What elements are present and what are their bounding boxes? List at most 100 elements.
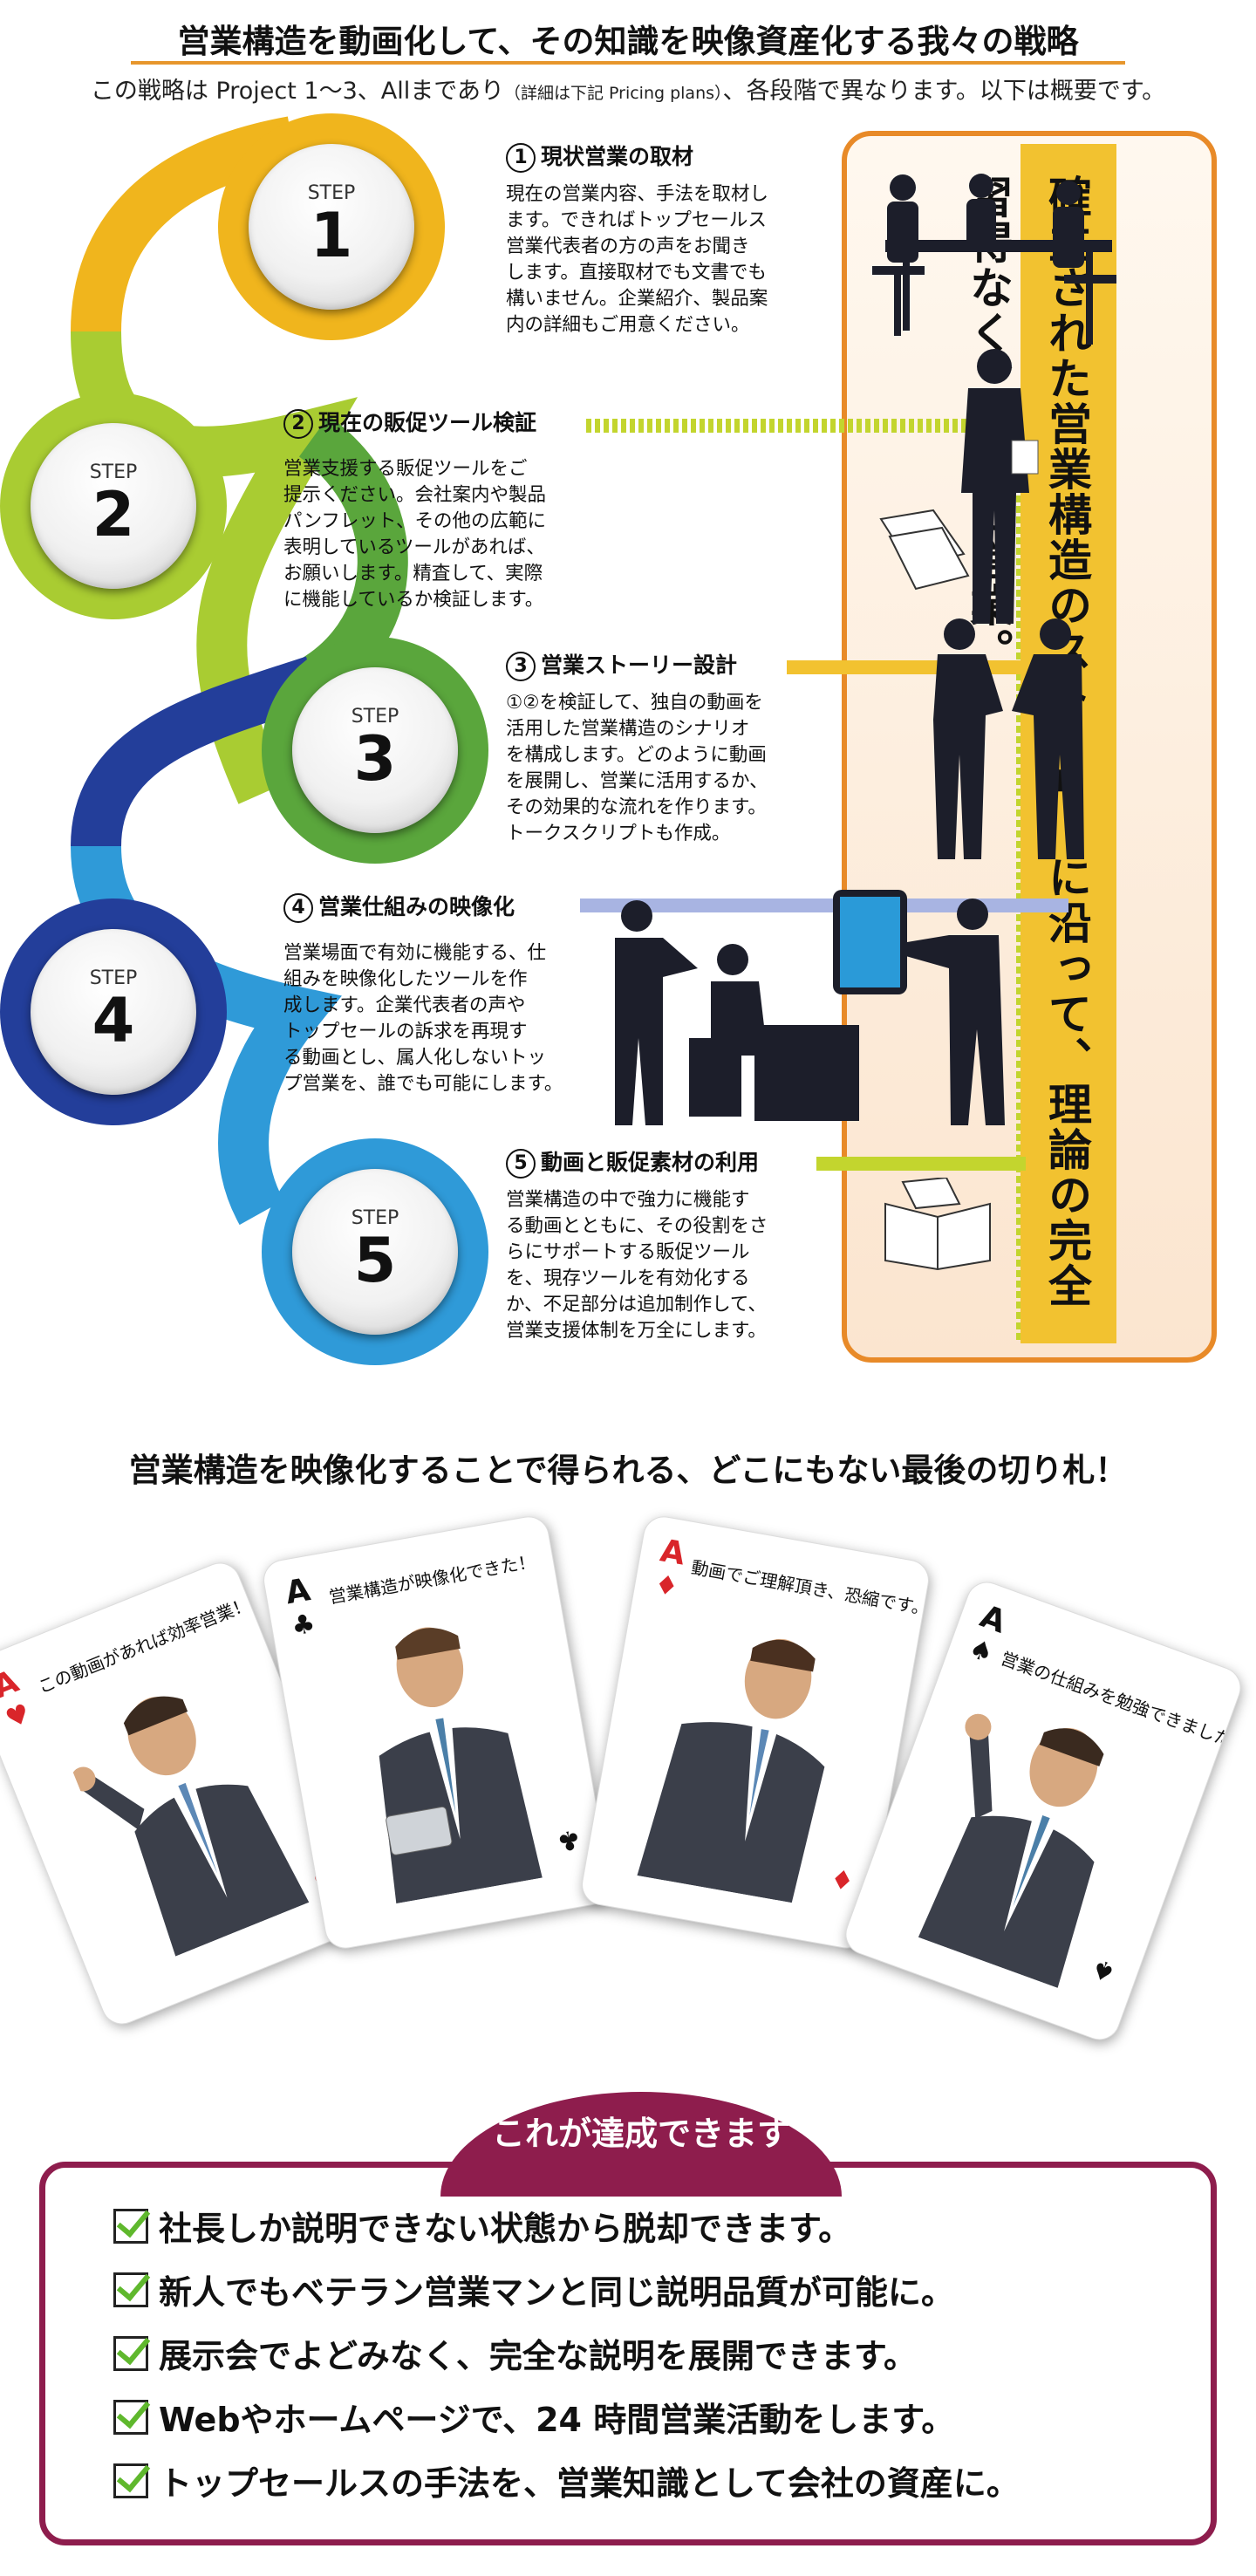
step1-badge: STEP 1 [249, 144, 414, 310]
step3-line: を展開し、営業に活用するか、 [506, 770, 768, 792]
open-book-icon [884, 1178, 991, 1271]
page-title: 営業構造を動画化して、その知識を映像資産化する我々の戦略 [177, 23, 1079, 60]
businessman-cheering-icon [71, 1696, 310, 1957]
step3-line: その効果的な流れを作ります。 [506, 796, 767, 818]
checkbox-checked-icon [113, 2208, 148, 2244]
result-item: 新人でもベテラン営業マンと同じ説明品質が可能に。 [113, 2258, 1195, 2321]
checkbox-checked-icon [113, 2272, 148, 2307]
club-suit-icon: ♣ [554, 1822, 584, 1857]
step4-line: 組みを映像化したツールを作 [283, 968, 528, 990]
step5-line: らにサポートする販促ツール [506, 1241, 750, 1263]
step2-line: に機能しているか検証します。 [283, 589, 544, 611]
step4-number: 4 [92, 984, 135, 1056]
step4-title: 営業仕組みの映像化 [318, 894, 515, 919]
subtitle-small: （詳細は下記 Pricing plans） [503, 84, 723, 103]
step3-body: ①②を検証して、独自の動画を 活用した営業構造のシナリオ を構成します。どのよう… [506, 690, 872, 847]
step3-circled-number: 3 [506, 652, 536, 681]
playing-card-diamond: A ♦ 動画でご理解頂き、恐縮です。 ♦ [578, 1513, 932, 1952]
step1-line: します。直接取材でも文書でも [506, 262, 767, 284]
step4-line: プ営業を、誰でも可能にします。 [283, 1073, 563, 1095]
office-silhouette-icon [615, 890, 1005, 1125]
step3-badge: STEP 3 [292, 667, 458, 833]
step1-line: 構いません。企業紹介、製品案 [506, 288, 768, 310]
step1-line: ます。できればトップセールス [506, 209, 767, 231]
step2-line: 営業支援する販促ツールをご [283, 458, 528, 480]
card-rank: A [283, 1572, 313, 1612]
result-item: 展示会でよどみなく、完全な説明を展開できます。 [113, 2321, 1195, 2385]
playing-card-spade: A ♠ 営業の仕組みを勉強できました。 ♠ [839, 1575, 1247, 2046]
step2-title: 現在の販促ツール検証 [318, 410, 537, 435]
step4-word: STEP [89, 967, 138, 989]
step1-circled-number: 1 [506, 143, 536, 173]
cards-title: 営業構造を映像化することで得られる、どこにもない最後の切り札！ [128, 1452, 1128, 1489]
spade-suit-icon: ♠ [965, 1633, 998, 1671]
title-underline [131, 61, 1125, 65]
step4-line: 営業場面で有効に機能する、仕 [283, 942, 547, 964]
step2-line: 表明しているツールがあれば、 [283, 536, 545, 558]
diamond-suit-icon: ♦ [828, 1861, 857, 1896]
step3-line: 活用した営業構造のシナリオ [506, 718, 750, 740]
connector-step2 [586, 419, 1022, 433]
step3-line: トークスクリプトも作成。 [506, 823, 731, 844]
checkbox-checked-icon [113, 2463, 148, 2498]
result-item: 社長しか説明できない状態から脱却できます。 [113, 2194, 1195, 2258]
result-item-text: 新人でもベテラン営業マンと同じ説明品質が可能に。 [159, 2273, 955, 2312]
businessman-fist-pump-icon [918, 1713, 1104, 1988]
step5-line: か、不足部分は追加制作して、 [506, 1294, 767, 1315]
card-rank: A [657, 1533, 688, 1573]
step5-circled-number: 5 [506, 1149, 536, 1179]
step2-circled-number: 2 [283, 409, 313, 439]
businessman-bowing-icon [637, 1638, 825, 1903]
step4-line: 成します。企業代表者の声や [283, 994, 526, 1016]
step4-line: トップセールの訴求を再現す [283, 1021, 528, 1042]
connector-step4 [580, 899, 1068, 912]
page-subtitle: この戦略は Project 1～3、Allまであり（詳細は下記 Pricing … [17, 72, 1239, 106]
step5-line: を、現存ツールを有効化する [506, 1268, 750, 1289]
diamond-suit-icon: ♦ [652, 1568, 681, 1603]
result-label: これが達成できます [491, 2115, 790, 2153]
checkbox-checked-icon [113, 2399, 148, 2435]
step1-line: 内の詳細もご用意ください。 [506, 314, 750, 336]
step3-word: STEP [351, 705, 399, 728]
step3-number: 3 [353, 722, 397, 795]
result-item: Webやホームページで、24 時間営業活動をします。 [113, 2385, 1195, 2449]
step1-line: 現在の営業内容、手法を取材し [506, 183, 769, 205]
step1-word: STEP [307, 181, 356, 204]
step2-body: 営業支援する販促ツールをご 提示ください。会社案内や製品 パンフレット、その他の… [283, 456, 597, 613]
businessman-tablet-icon [379, 1627, 543, 1904]
step3-line: を構成します。どのように動画 [506, 744, 767, 766]
step3-line: ①②を検証して、独自の動画を [506, 692, 763, 714]
step5-line: 営業支援体制を万全にします。 [506, 1320, 767, 1342]
step4-body: 営業場面で有効に機能する、仕 組みを映像化したツールを作 成します。企業代表者の… [283, 940, 597, 1097]
step5-line: 営業構造の中で強力に機能す [506, 1189, 750, 1211]
step1-number: 1 [310, 199, 353, 271]
step3-title: 営業ストーリー設計 [541, 653, 738, 678]
result-item-text: トップセールスの手法を、営業知識として会社の資産に。 [159, 2464, 1020, 2503]
subtitle-tail: 、各段階で異なります。以下は概要です。 [722, 78, 1166, 105]
result-item-text: Webやホームページで、24 時間営業活動をします。 [159, 2401, 955, 2439]
step4-line: る動画とし、属人化しないトッ [283, 1047, 547, 1069]
step1-line: 営業代表者の方の声をお聞き [506, 236, 750, 257]
step4-circled-number: 4 [283, 893, 313, 923]
subtitle-main: この戦略は Project 1～3、Allまであり [90, 78, 504, 105]
playing-card-heart: A ♥ この動画があれば効率営業！ ♥ [0, 1556, 379, 2031]
step2-line: 提示ください。会社案内や製品 [283, 484, 547, 506]
step1-body: 現在の営業内容、手法を取材し ます。できればトップセールス 営業代表者の方の声を… [506, 181, 872, 338]
result-list: 社長しか説明できない状態から脱却できます。 新人でもベテラン営業マンと同じ説明品… [113, 2194, 1195, 2512]
step5-number: 5 [353, 1224, 397, 1296]
documents-icon [879, 509, 970, 591]
club-suit-icon: ♣ [289, 1608, 318, 1643]
connector-step5 [816, 1157, 1026, 1171]
presenter-silhouette-icon [961, 349, 1039, 624]
step2-number: 2 [92, 478, 135, 550]
